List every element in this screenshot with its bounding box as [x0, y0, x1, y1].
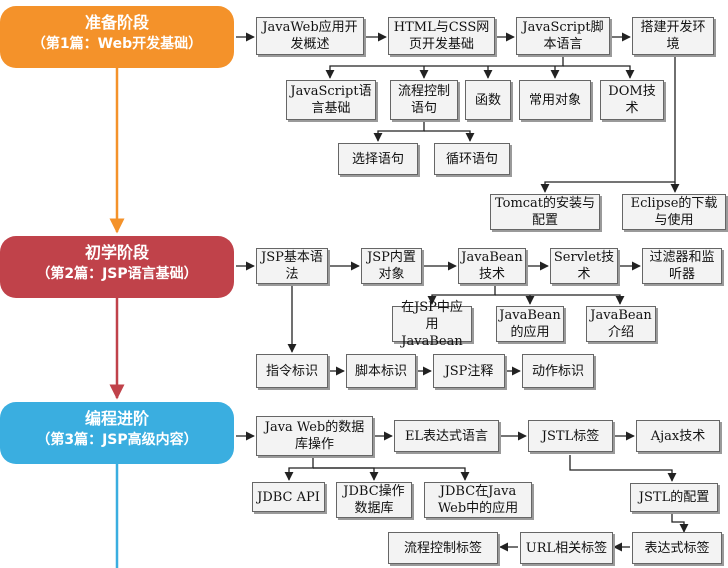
- node-el: EL表达式语言: [394, 420, 499, 452]
- stage-advanced: 编程进阶 （第3篇：JSP高级内容）: [0, 402, 234, 464]
- node-flow-control: 流程控制语句: [390, 80, 458, 120]
- node-javabean-in-jsp: 在JSP中应用JavaBean: [392, 300, 472, 349]
- node-javascript-lang: JavaScript脚本语言: [516, 17, 610, 55]
- node-env-setup: 搭建开发环境: [632, 17, 714, 55]
- node-jstl-config: JSTL的配置: [630, 483, 718, 512]
- stage-prep-title: 准备阶段: [84, 13, 149, 32]
- stage-beginner: 初学阶段 （第2篇：JSP语言基础）: [0, 236, 234, 298]
- stage-prep-subtitle: （第1篇：Web开发基础）: [31, 36, 203, 52]
- node-jsp-syntax: JSP基本语法: [256, 248, 328, 284]
- node-javaweb-overview: JavaWeb应用开发概述: [256, 17, 364, 55]
- node-javabean-app: JavaBean的应用: [496, 306, 564, 342]
- node-jstl-tags: JSTL标签: [528, 420, 613, 452]
- node-js-basics: JavaScript语言基础: [286, 80, 376, 120]
- node-flow-tags: 流程控制标签: [388, 532, 498, 564]
- node-directive-tag: 指令标识: [256, 354, 328, 388]
- stage-prep: 准备阶段 （第1篇：Web开发基础）: [0, 6, 234, 68]
- node-action-tag: 动作标识: [522, 354, 594, 388]
- node-select-stmt: 选择语句: [338, 143, 418, 175]
- stage-advanced-title: 编程进阶: [84, 409, 149, 428]
- node-db-ops: Java Web的数据库操作: [256, 416, 373, 456]
- node-dom: DOM技术: [600, 80, 664, 120]
- stage-beginner-title: 初学阶段: [84, 243, 149, 262]
- node-functions: 函数: [465, 80, 511, 120]
- node-javabean-intro: JavaBean介绍: [586, 306, 656, 342]
- node-eclipse: Eclipse的下载与使用: [622, 194, 726, 230]
- node-servlet-tech: Servlet技术: [550, 248, 618, 284]
- node-jsp-builtin: JSP内置对象: [361, 248, 422, 284]
- node-common-objects: 常用对象: [519, 80, 591, 120]
- node-javabean-tech: JavaBean技术: [458, 248, 526, 284]
- node-tomcat: Tomcat的安装与配置: [490, 194, 600, 230]
- node-jdbc-db-ops: JDBC操作数据库: [336, 482, 412, 518]
- stage-advanced-subtitle: （第3篇：JSP高级内容）: [36, 432, 198, 448]
- node-filter-listener: 过滤器和监听器: [642, 248, 722, 284]
- node-jsp-comment: JSP注释: [433, 354, 505, 388]
- node-expr-tags: 表达式标签: [632, 532, 722, 564]
- node-loop-stmt: 循环语句: [434, 143, 510, 175]
- node-jdbc-api: JDBC API: [252, 482, 325, 512]
- stage-beginner-subtitle: （第2篇：JSP语言基础）: [36, 266, 198, 282]
- node-ajax: Ajax技术: [636, 420, 720, 452]
- node-url-tags: URL相关标签: [520, 532, 613, 564]
- node-script-tag: 脚本标识: [346, 354, 416, 388]
- node-html-css: HTML与CSS网页开发基础: [388, 17, 495, 55]
- node-jdbc-in-web: JDBC在Java Web中的应用: [424, 482, 532, 518]
